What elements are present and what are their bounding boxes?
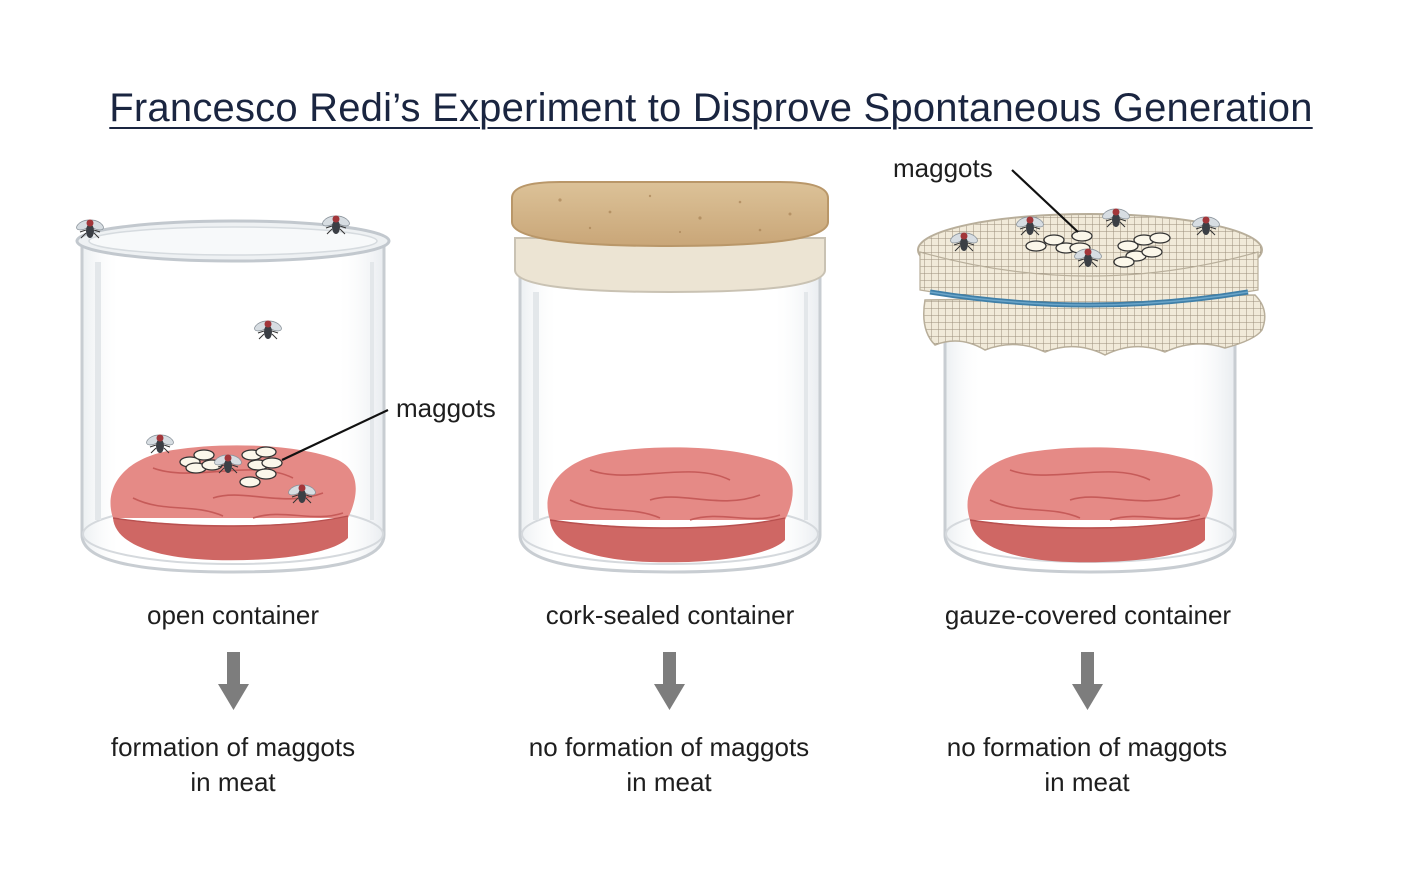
gauze-covered-container-jar — [917, 169, 1266, 574]
result-line: no formation of maggots — [528, 732, 810, 762]
meat-gauze — [966, 446, 1214, 564]
result-open: formation of maggots in meat — [63, 730, 403, 800]
container-label-cork: cork-sealed container — [545, 600, 795, 630]
result-line: in meat — [626, 767, 712, 797]
result-line: formation of maggots — [110, 732, 356, 762]
arrow-down-icon — [654, 652, 685, 710]
maggots-pointer-line — [1011, 169, 1079, 233]
result-gauze: no formation of maggots in meat — [907, 730, 1267, 800]
result-line: no formation of maggots — [946, 732, 1228, 762]
maggots-pointer-line — [281, 409, 389, 461]
maggots-callout-gauze: maggots — [893, 153, 993, 183]
container-label-gauze: gauze-covered container — [944, 600, 1232, 630]
meat-cork — [546, 446, 794, 564]
result-line: in meat — [1044, 767, 1130, 797]
container-label-open: open container — [146, 600, 320, 630]
page-title: Francesco Redi’s Experiment to Disprove … — [109, 86, 1313, 130]
open-container-jar — [74, 213, 391, 574]
arrow-down-icon — [218, 652, 249, 710]
gauze-skirt — [923, 294, 1266, 356]
result-line: in meat — [190, 767, 276, 797]
cork-stopper — [511, 181, 829, 248]
cork-sealed-container-jar — [511, 181, 829, 574]
result-cork: no formation of maggots in meat — [489, 730, 849, 800]
maggots-callout-open: maggots — [396, 393, 496, 423]
arrow-down-icon — [1072, 652, 1103, 710]
